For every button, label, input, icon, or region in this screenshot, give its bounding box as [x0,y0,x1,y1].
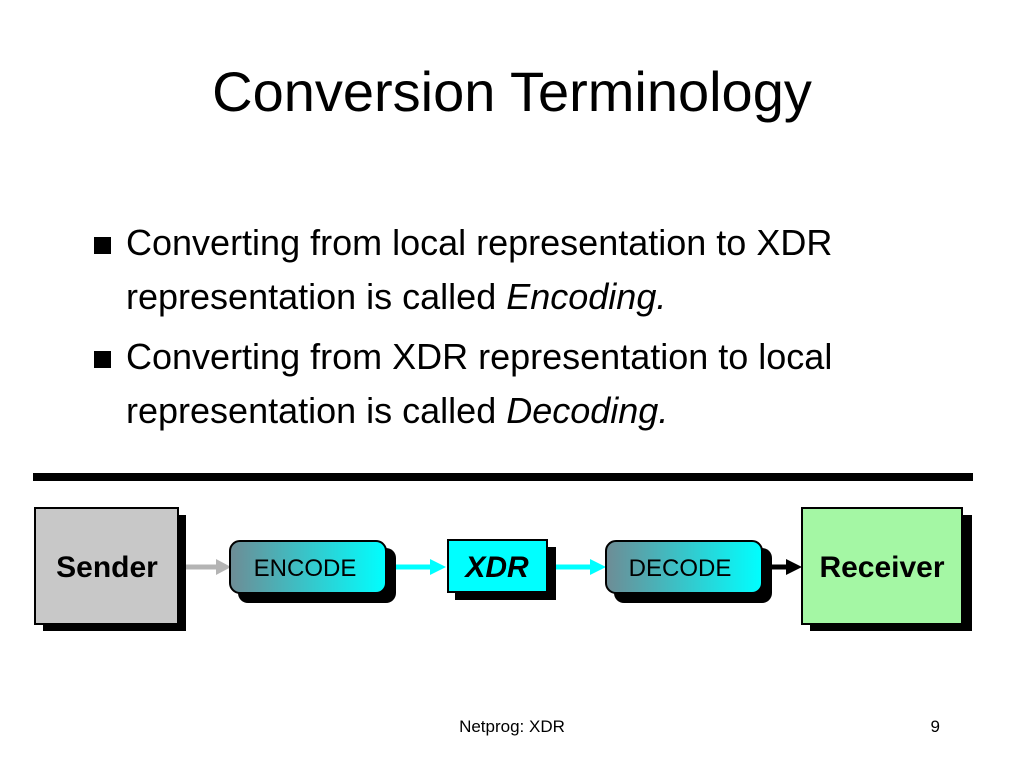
encode-label: ENCODE [254,555,357,582]
receiver-face [801,507,963,625]
arrowhead-icon [430,559,446,575]
bullet-term: Encoding. [506,276,667,317]
arrow-xdr-to-decode [556,559,606,575]
divider-line [33,473,973,481]
receiver-label: Receiver [819,551,944,584]
bullet-term: Decoding. [506,390,669,431]
arrow-sender-to-encode [186,559,231,575]
receiver-box: Receiver [801,507,972,631]
xdr-box: XDR [447,539,556,600]
bullet-text: Converting from local representation to … [126,222,833,317]
arrow-decode-to-receiver [762,559,802,575]
footer-caption: Netprog: XDR [459,717,565,736]
sender-label: Sender [56,551,158,584]
bullet-item-decoding: Converting from XDR representation to lo… [88,330,968,438]
decode-step: DECODE [605,540,772,603]
sender-face [34,507,179,625]
encode-face [229,540,387,594]
slide-title: Conversion Terminology [212,60,812,123]
bullet-text: Converting from XDR representation to lo… [126,336,833,431]
decode-label: DECODE [629,555,732,582]
square-bullet-icon [94,237,111,254]
arrowhead-icon [590,559,606,575]
bullet-item-encoding: Converting from local representation to … [88,216,968,324]
sender-box: Sender [34,507,186,631]
bullet-list: Converting from local representation to … [88,216,968,444]
arrowhead-icon [786,559,802,575]
square-bullet-icon [94,351,111,368]
xdr-face [447,539,548,593]
encode-step: ENCODE [229,540,396,603]
xdr-label: XDR [463,551,529,584]
arrowhead-icon [216,559,231,575]
arrow-encode-to-xdr [396,559,446,575]
page-number: 9 [930,717,940,736]
